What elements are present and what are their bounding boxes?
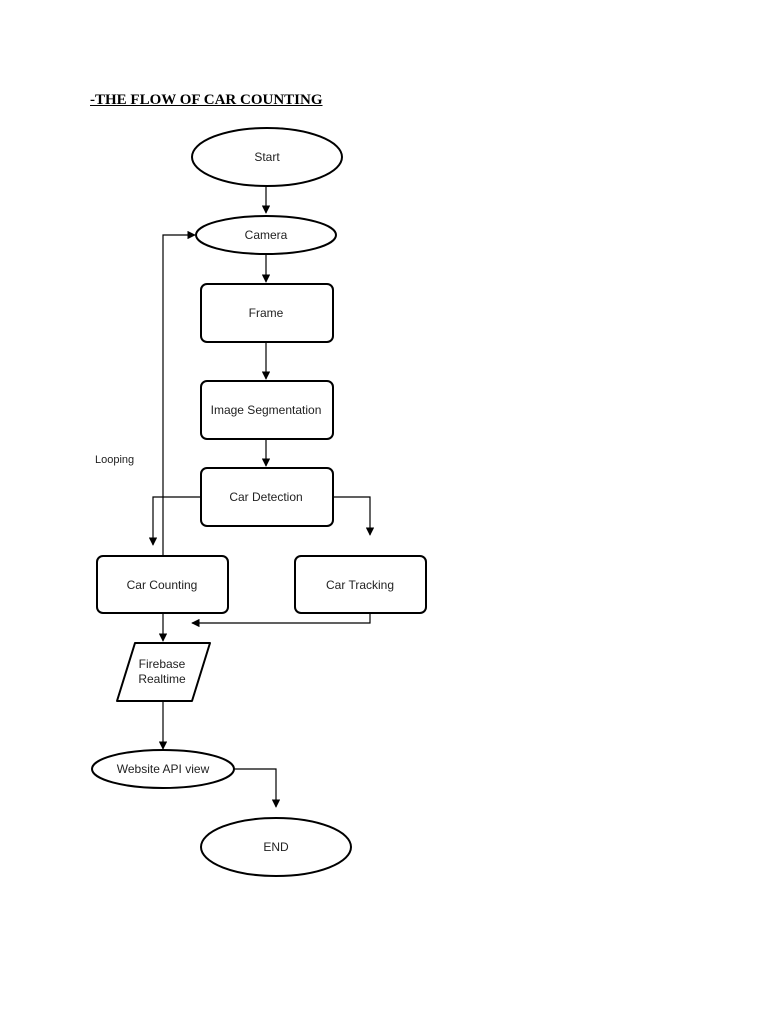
node-frame: Frame xyxy=(200,283,334,343)
node-frame-label: Frame xyxy=(249,306,284,320)
node-end: END xyxy=(200,817,352,877)
node-car-detection-label: Car Detection xyxy=(229,490,302,504)
node-car-detection: Car Detection xyxy=(200,467,334,527)
node-image-segmentation: Image Segmentation xyxy=(200,380,334,440)
node-firebase-label-line2: Realtime xyxy=(138,672,186,686)
edge-detection-counting xyxy=(148,496,201,546)
node-car-tracking-label: Car Tracking xyxy=(326,578,394,592)
node-camera-label: Camera xyxy=(245,228,288,242)
edge-detection-tracking xyxy=(332,496,375,536)
node-car-tracking: Car Tracking xyxy=(294,555,427,614)
node-camera: Camera xyxy=(195,215,337,255)
connectors xyxy=(148,187,375,808)
edge-loop-counting-camera xyxy=(162,230,196,555)
looping-label: Looping xyxy=(95,454,134,466)
node-image-segmentation-label: Image Segmentation xyxy=(211,403,322,417)
node-car-counting-label: Car Counting xyxy=(127,578,198,592)
node-firebase-realtime: Firebase Realtime xyxy=(116,642,211,702)
node-start-label: Start xyxy=(254,150,280,164)
node-website-api-view: Website API view xyxy=(91,749,235,789)
node-end-label: END xyxy=(263,840,289,854)
node-start: Start xyxy=(191,127,343,187)
node-website-api-view-label: Website API view xyxy=(117,762,210,776)
edge-website-end xyxy=(233,768,281,808)
node-car-counting: Car Counting xyxy=(96,555,229,614)
page-title: -THE FLOW OF CAR COUNTING xyxy=(90,92,323,108)
edge-tracking-to-counting xyxy=(191,613,371,628)
node-firebase-label-line1: Firebase xyxy=(139,657,186,671)
